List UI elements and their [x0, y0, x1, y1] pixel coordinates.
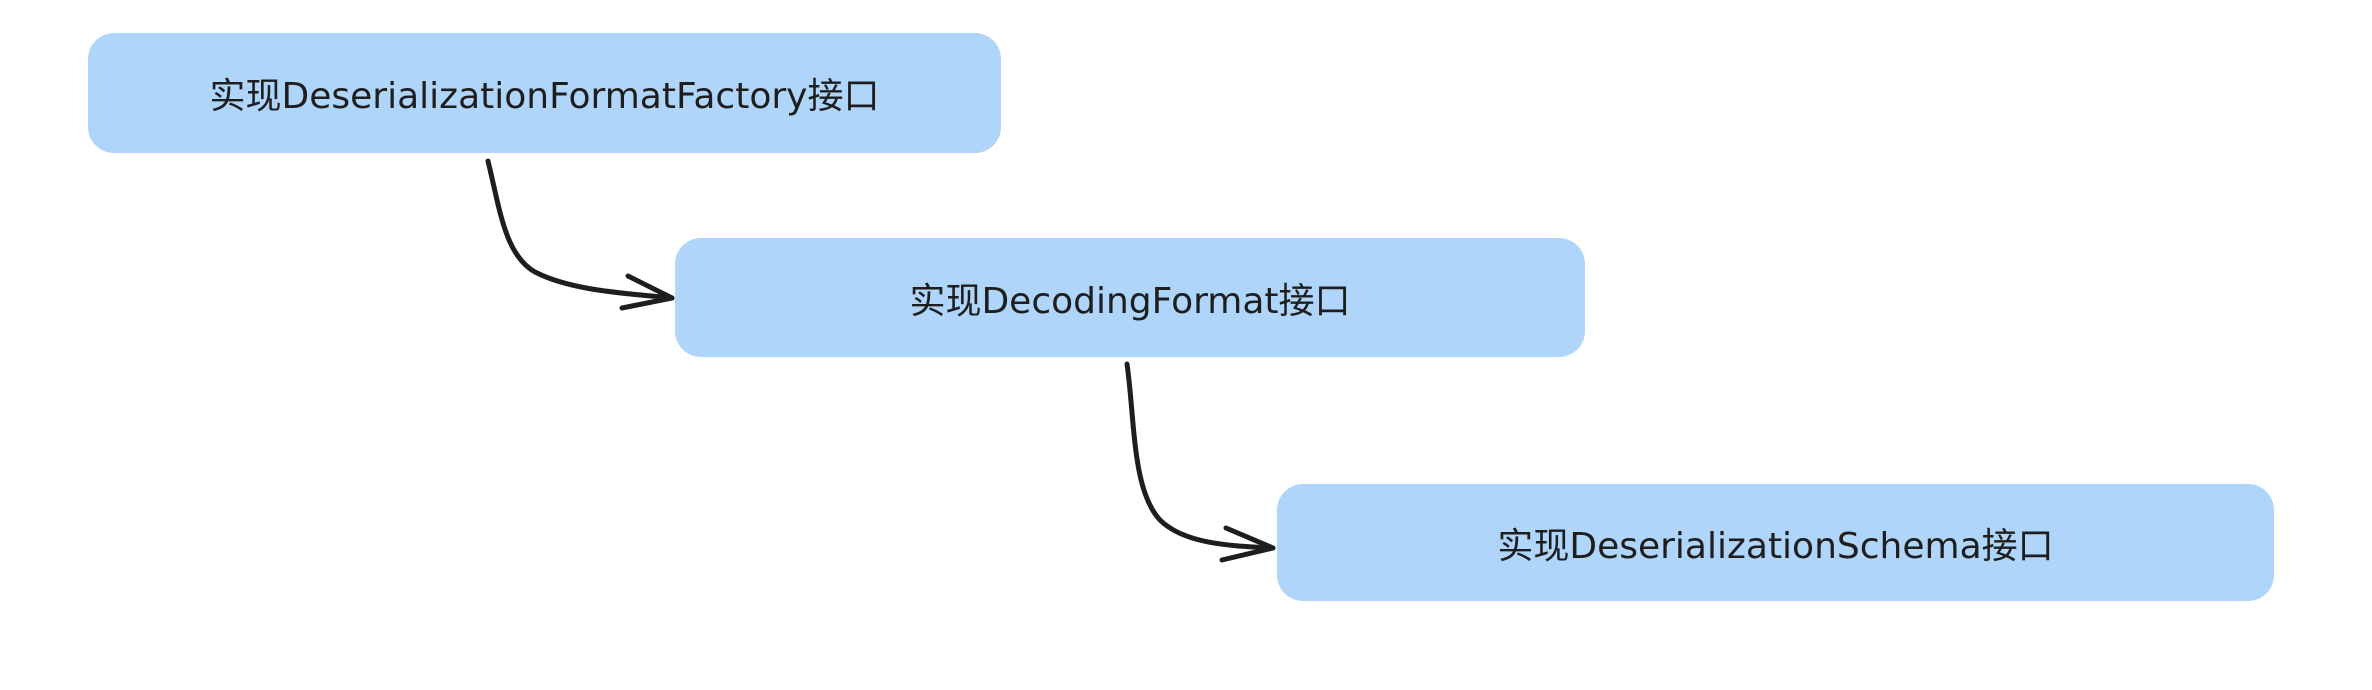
node-label: 实现DeserializationFormatFactory接口: [209, 76, 880, 117]
node-deserialization-format-factory[interactable]: 实现DeserializationFormatFactory接口: [88, 33, 1001, 153]
arrow-factory-to-decoding: [485, 158, 675, 311]
arrow-decoding-to-schema: [1124, 361, 1276, 563]
node-deserialization-schema[interactable]: 实现DeserializationSchema接口: [1277, 484, 2274, 601]
node-label: 实现DecodingFormat接口: [909, 280, 1351, 322]
node-label: 实现DeserializationSchema接口: [1497, 525, 2054, 567]
node-decoding-format[interactable]: 实现DecodingFormat接口: [675, 238, 1585, 357]
